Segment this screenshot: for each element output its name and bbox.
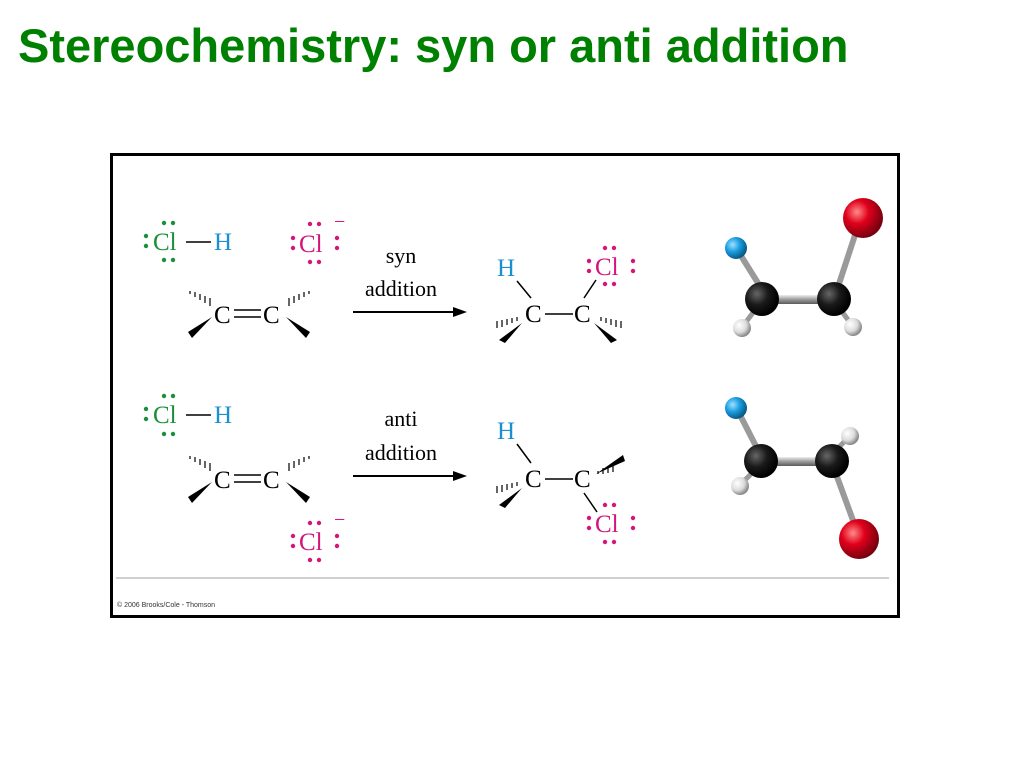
reaction-diagram: Cl H Cl − C C syn addition — [110, 153, 900, 618]
carbon-ball — [745, 282, 779, 316]
chlorine-ball-red — [839, 519, 879, 559]
chlorine-lone-pairs — [143, 393, 176, 437]
hashed-wedge — [600, 317, 622, 328]
chlorine-atom: Cl — [299, 529, 323, 556]
single-bond — [583, 279, 597, 299]
chloride-lone-pairs — [290, 520, 340, 563]
chlorine-lone-pairs — [143, 220, 176, 263]
single-bond — [583, 492, 598, 513]
solid-wedge — [188, 317, 212, 338]
single-bond — [516, 443, 532, 464]
arrowhead — [453, 471, 467, 481]
alkene-syn: C C — [188, 291, 310, 338]
hashed-wedge — [189, 291, 211, 306]
arrowhead — [453, 307, 467, 317]
negative-charge: − — [334, 211, 345, 233]
hydrogen-atom: H — [214, 229, 232, 256]
single-bond — [516, 280, 532, 299]
hashed-wedge — [288, 456, 310, 471]
double-bond-stick — [761, 457, 831, 466]
carbon-atom: C — [525, 466, 542, 493]
arrow-label: addition — [365, 276, 437, 301]
arrow-label: syn — [386, 243, 417, 268]
arrow-label: anti — [385, 406, 418, 431]
copyright-credit: © 2006 Brooks/Cole - Thomson — [117, 602, 216, 609]
hydrogen-ball-white — [731, 477, 749, 495]
reaction-arrow-syn: syn addition — [353, 243, 467, 317]
carbon-atom: C — [525, 301, 542, 328]
solid-wedge — [286, 317, 310, 338]
carbon-atom: C — [214, 302, 231, 329]
hashed-wedge — [288, 291, 310, 306]
chloride-lone-pairs — [290, 221, 340, 265]
carbon-atom: C — [214, 467, 231, 494]
carbon-ball — [744, 444, 778, 478]
hcl-reagent-anti: Cl H — [143, 393, 232, 437]
carbon-atom: C — [263, 467, 280, 494]
hydrogen-atom: H — [497, 255, 515, 282]
hashed-wedge — [496, 482, 518, 493]
carbon-atom: C — [574, 301, 591, 328]
hydrogen-ball-white — [733, 319, 751, 337]
carbon-ball — [815, 444, 849, 478]
chlorine-atom: Cl — [299, 231, 323, 258]
solid-wedge — [286, 482, 310, 503]
chlorine-lone-pairs — [586, 502, 636, 545]
hydrogen-atom: H — [214, 402, 232, 429]
hydrogen-ball-blue — [725, 237, 747, 259]
carbon-ball — [817, 282, 851, 316]
hashed-wedge — [189, 456, 211, 471]
chlorine-atom: Cl — [153, 402, 177, 429]
alkene-anti: C C — [188, 456, 310, 503]
reaction-arrow-anti: anti addition — [353, 406, 467, 481]
solid-wedge — [594, 323, 617, 343]
hydrogen-ball-white — [844, 318, 862, 336]
double-bond-stick — [763, 295, 833, 304]
solid-wedge — [188, 482, 212, 503]
hydrogen-ball-white — [841, 427, 859, 445]
solid-wedge — [499, 323, 522, 343]
syn-product: H C C Cl — [496, 245, 636, 343]
hashed-wedge — [496, 317, 518, 328]
hydrogen-ball-blue — [725, 397, 747, 419]
chlorine-atom: Cl — [595, 254, 619, 281]
chlorine-atom: Cl — [153, 229, 177, 256]
chloride-ion-anti: Cl − — [290, 509, 345, 563]
chloride-ion-syn: Cl − — [290, 211, 345, 265]
chlorine-lone-pairs — [586, 245, 636, 287]
carbon-atom: C — [263, 302, 280, 329]
anti-ball-and-stick-model — [725, 397, 879, 559]
chlorine-atom: Cl — [595, 511, 619, 538]
syn-ball-and-stick-model — [725, 198, 883, 337]
anti-product: H C C Cl — [496, 418, 636, 545]
solid-wedge — [499, 488, 522, 508]
page-title: Stereochemistry: syn or anti addition — [18, 19, 849, 72]
hcl-reagent-syn: Cl H — [143, 220, 232, 263]
solid-wedge — [596, 455, 625, 474]
arrow-label: addition — [365, 440, 437, 465]
carbon-atom: C — [574, 466, 591, 493]
hydrogen-atom: H — [497, 418, 515, 445]
negative-charge: − — [334, 509, 345, 531]
chlorine-ball-red — [843, 198, 883, 238]
